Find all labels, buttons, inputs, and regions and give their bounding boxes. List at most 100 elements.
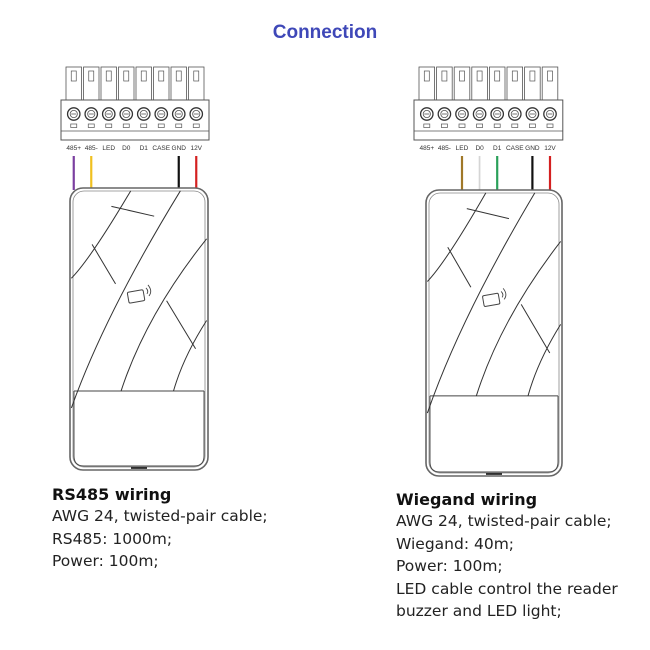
wiegand-line-led-2: buzzer and LED light; [396,602,562,620]
connector-fin [541,66,559,101]
terminal-label-485plus: 485+ [419,145,434,152]
terminal-label-12v: 12V [544,145,556,152]
reader-decorative-line [71,190,132,279]
reader-decorative-line [173,320,208,392]
terminal-hole [192,123,200,128]
terminal-label-gnd: GND [525,145,540,152]
nfc-wave-inner [500,291,504,298]
connector-fin-slot [476,70,483,82]
connector-fin [65,66,82,101]
terminal-screw-inner [104,110,113,119]
terminal-label-d0: D0 [122,145,131,152]
terminal-hole [423,123,431,128]
reader-decorative-line [527,324,562,397]
connector-fin-slot [494,70,501,82]
nfc-wave-inner [145,287,149,295]
terminal-screw-inner [546,110,555,119]
connector-fin-slot [193,70,200,82]
connector-fin [153,66,170,101]
terminal-label-485minus: 485- [85,145,98,152]
terminal-screw-inner [157,110,166,119]
connector-fin [83,66,100,101]
terminal-screw-inner [440,110,449,119]
nfc-card-reader-icon [126,284,152,304]
terminal-label-gnd: GND [172,145,187,152]
terminal-label-led: LED [102,145,115,152]
terminal-screw-inner [69,110,78,119]
connector-fin-slot [88,70,95,82]
terminal-screw-inner [174,110,183,119]
terminal-hole [546,123,554,128]
connector-fin [453,66,471,101]
nfc-wave-outer [147,284,152,297]
terminal-hole [122,123,130,128]
terminal-label-led: LED [456,145,469,152]
terminal-screw-inner [493,110,502,119]
terminal-hole [105,123,113,128]
reader-decorative-line [70,190,181,409]
terminal-hole [493,123,501,128]
reader-inner-shell [72,190,206,468]
connector-fin-slot [459,70,465,82]
nfc-card-shape [482,292,501,307]
terminal-hole [157,123,165,128]
card-reader-device [69,187,209,471]
connector-fin [135,66,152,101]
reader-decorative-line [447,246,472,288]
connector-fin-slot [441,70,448,82]
terminal-label-12v: 12V [190,145,202,152]
connector-fin [471,66,488,101]
reader-decorative-line [426,192,536,414]
rs485-line-distance: RS485: 1000m; [52,529,173,548]
wiegand-line-distance: Wiegand: 40m; [396,534,515,553]
terminal-hole [458,123,466,128]
wiegand-line-power: Power: 100m; [396,557,503,575]
connector-fin [436,66,453,101]
terminal-hole [175,123,183,128]
terminal-screw-inner [457,110,466,119]
connector-fin-slot [158,70,165,82]
terminal-screw-inner [87,110,96,119]
reader-decorative-line [111,205,155,217]
nfc-card-reader-icon [482,288,507,307]
wiegand-description: Wiegand wiring AWG 24, twisted-pair cabl… [396,489,618,623]
connector-fin [170,66,187,101]
wiegand-line-cable: AWG 24, twisted-pair cable; [396,512,612,530]
rs485-description: RS485 wiring AWG 24, twisted-pair cable;… [52,484,268,573]
terminal-hole [511,123,519,128]
terminal-label-485minus: 485- [438,145,451,152]
connector-fin [418,66,436,101]
connector-fin-slot [70,70,77,82]
terminal-label-485plus: 485+ [66,145,81,152]
terminal-hole [476,123,483,128]
connector-body [60,99,210,141]
connector-fin-slot [105,70,112,82]
terminal-screw-inner [510,110,519,119]
reader-outer-shell [425,189,563,477]
terminal-screw-inner [122,110,131,119]
connector-fin-slot [529,70,536,82]
reader-decorative-line [91,244,116,285]
connector-fin-slot [175,70,182,82]
connector-fin-slot [547,70,553,82]
terminal-hole [140,123,148,128]
reader-bottom-panel [429,395,559,473]
reader-inner-shell [428,192,560,474]
reader-decorative-line [166,300,197,349]
rs485-heading: RS485 wiring [52,485,172,504]
terminal-screw-inner [475,110,484,119]
terminal-label-case: CASE [506,145,524,152]
connector-fin-slot [140,70,147,82]
nfc-card-shape [126,289,146,304]
terminal-screw-inner [422,110,431,119]
terminal-screw-inner [528,110,537,119]
connector-fin [100,66,117,101]
connector-fin [188,66,205,101]
nfc-wave-outer [502,288,507,300]
wiegand-line-led-1: LED cable control the reader [396,579,618,598]
terminal-label-d1: D1 [493,145,502,152]
connector-fin-slot [511,70,518,82]
